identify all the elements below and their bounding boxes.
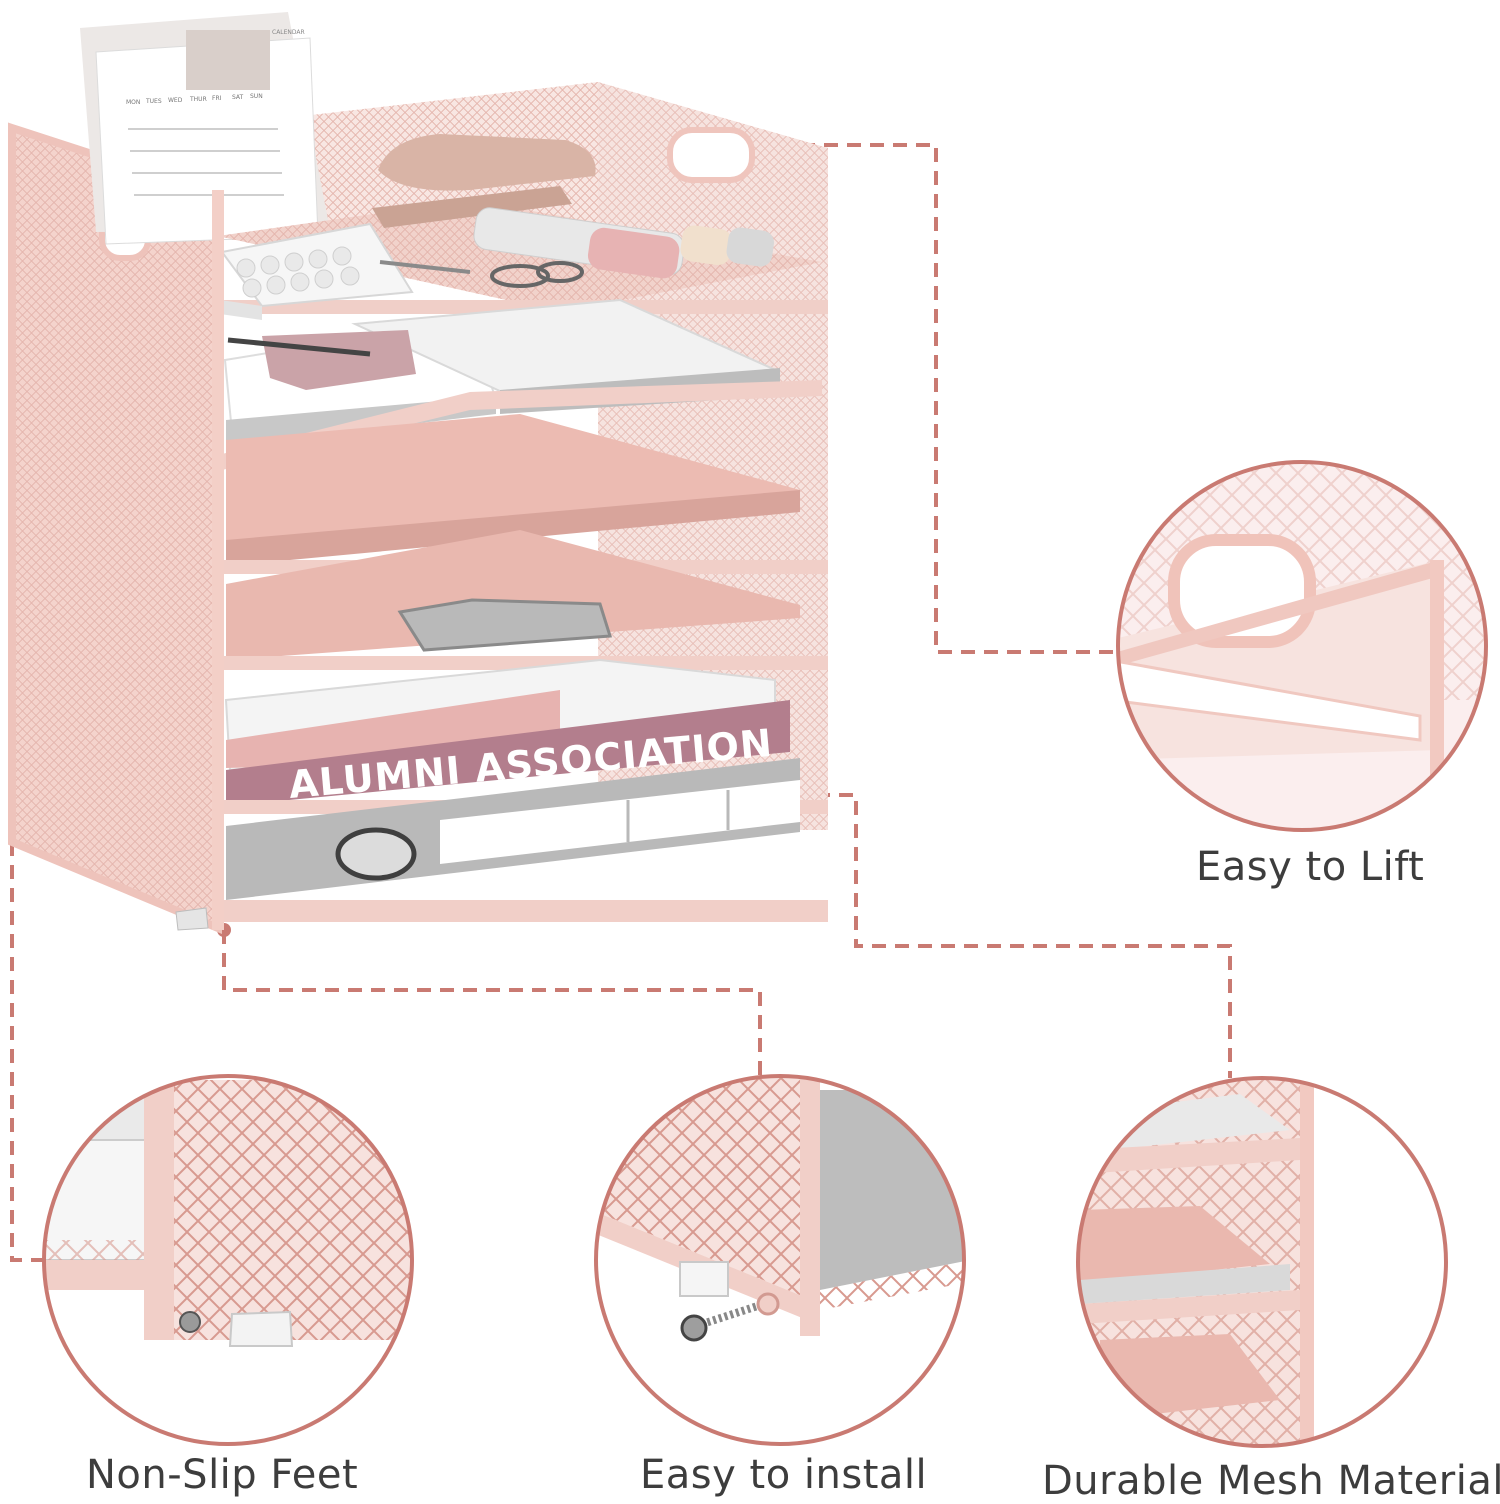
calendar-weekday: MON [126, 99, 140, 106]
detail-install [594, 1074, 966, 1446]
calendar-weekday: SAT [232, 94, 244, 101]
calendar-label: CALENDAR [272, 29, 305, 36]
screw-head [179, 1311, 201, 1333]
connector-lines [10, 143, 1232, 1262]
calendar-weekday: TUES [145, 98, 162, 105]
rubber-foot-detail [228, 1310, 294, 1347]
detail-feet [42, 1074, 414, 1446]
detail-lift [1116, 460, 1488, 832]
calendar-weekday: WED [168, 97, 183, 104]
feature-label-durable-mesh: Durable Mesh Material [1042, 1458, 1500, 1504]
feature-label-easy-to-install: Easy to install [640, 1452, 928, 1498]
calculator [220, 222, 414, 320]
calendar-weekday: FRI [212, 95, 222, 102]
binder-ring [335, 827, 417, 881]
calendar-weekday: THUR [189, 96, 207, 103]
calendar-weekday: SUN [250, 93, 263, 100]
connector-feet [10, 830, 48, 1262]
shelf-5: ALUMNI ASSOCIATION [222, 658, 828, 814]
feature-label-easy-to-lift: Easy to Lift [1196, 844, 1425, 890]
shelf-6 [222, 758, 828, 922]
screw-install-head [680, 1314, 708, 1342]
scissors [379, 260, 584, 288]
clipboard-clip [397, 598, 612, 652]
shelf-4 [222, 530, 828, 670]
shelf-2 [222, 298, 822, 470]
connector-lift [732, 143, 1118, 654]
stapler [372, 134, 596, 228]
detail-mesh [1076, 1076, 1448, 1448]
connector-mesh [816, 793, 1232, 1078]
screw-body [694, 1298, 772, 1330]
feature-label-non-slip-feet: Non-Slip Feet [86, 1452, 359, 1498]
rubber-foot [175, 907, 209, 931]
highlighters [473, 207, 774, 279]
connector-install [222, 930, 762, 1076]
front-post [212, 190, 224, 930]
desk-organizer: CALENDAR MON TUES WED THUR FRI SAT SUN [8, 12, 828, 935]
alumni-book [226, 700, 790, 806]
lift-handle-right [667, 127, 755, 183]
desk-calendar: CALENDAR MON TUES WED THUR FRI SAT SUN [80, 12, 330, 245]
